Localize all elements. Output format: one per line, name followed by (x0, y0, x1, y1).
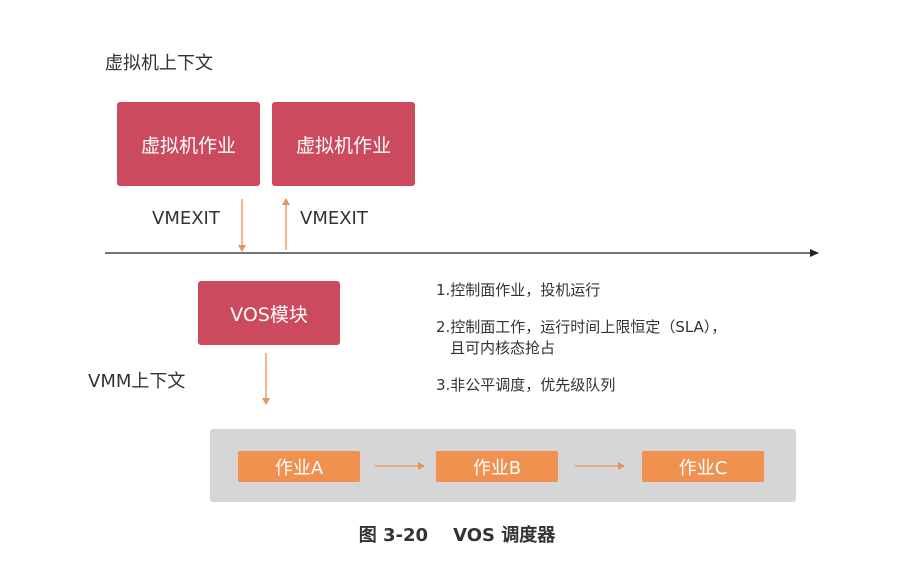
note-line-1: 1.控制面作业，投机运行 (436, 281, 601, 299)
note-line-3: 3.非公平调度，优先级队列 (436, 376, 616, 394)
vmexit-down-label: VMEXIT (152, 208, 220, 229)
vm-context-label: 虚拟机上下文 (105, 53, 213, 74)
note-line-2: 2.控制面工作，运行时间上限恒定（SLA）， (436, 318, 727, 336)
queue-job-c: 作业C (642, 451, 764, 482)
vmexit-up-label: VMEXIT (300, 208, 368, 229)
queue-job-a: 作业A (238, 451, 360, 482)
figure-caption: 图 3-20 VOS 调度器 (358, 525, 556, 546)
note-line-2-cont: 且可内核态抢占 (450, 339, 556, 357)
vmm-context-label: VMM上下文 (88, 371, 186, 392)
queue-job-b: 作业B (436, 451, 558, 482)
vm-job-box-2: 虚拟机作业 (272, 102, 415, 186)
vos-module-box: VOS模块 (198, 281, 340, 345)
vm-job-box-1: 虚拟机作业 (117, 102, 260, 186)
